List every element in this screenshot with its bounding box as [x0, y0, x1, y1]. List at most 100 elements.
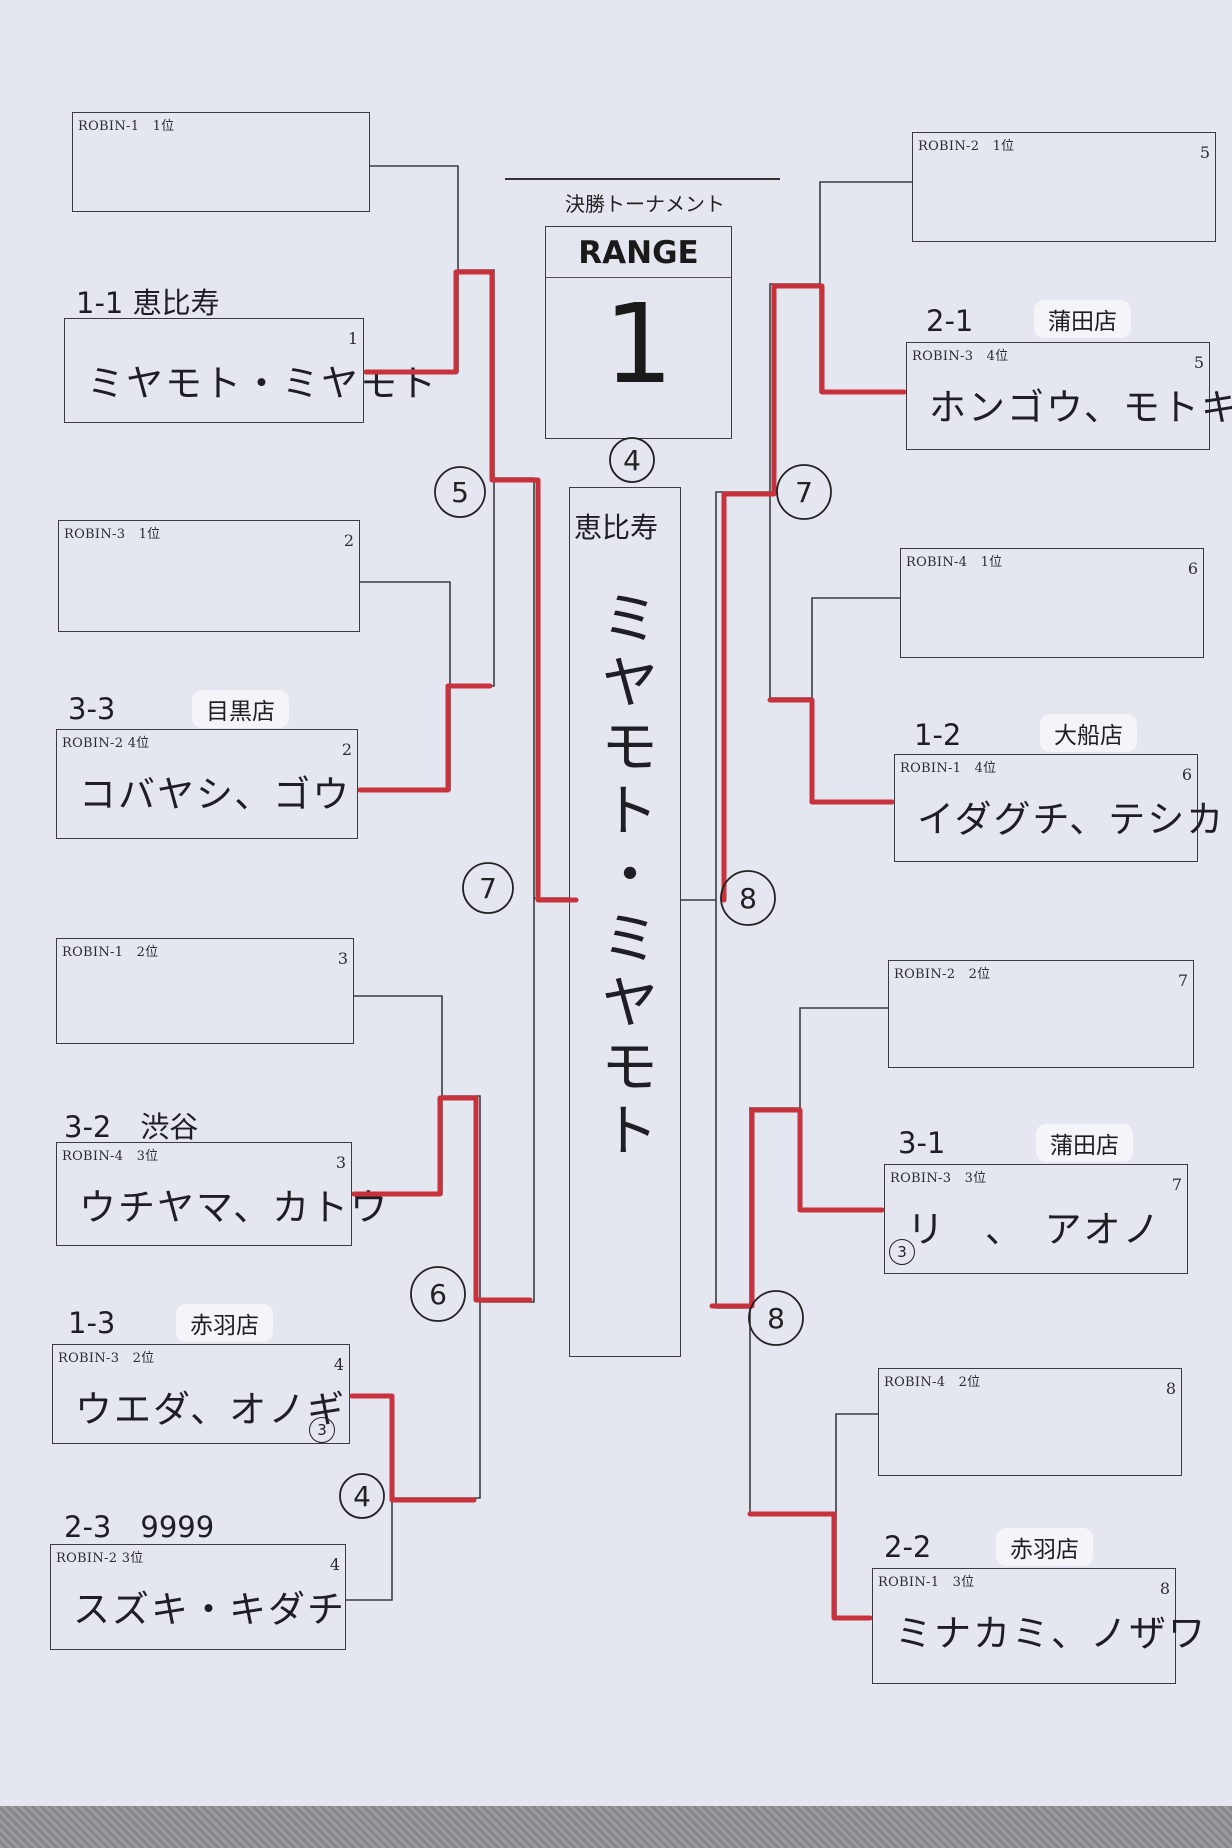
slot-note: 2-1	[926, 304, 974, 338]
title-rule	[505, 178, 780, 180]
bracket-slot-left-6: ROBIN-4 3位 3 ウチヤマ、カトウ	[56, 1142, 387, 1246]
match-mark: 4	[623, 444, 641, 477]
winner-line	[747, 1511, 873, 1621]
bracket-lines: 5 7 6 4 4 7 8 8	[339, 165, 912, 1621]
slot-note: 1-3	[68, 1306, 116, 1340]
winner-line	[349, 1393, 477, 1503]
slot-seed: 2	[343, 531, 354, 550]
slot-store: 赤羽店	[996, 1528, 1093, 1566]
bracket-line	[358, 581, 451, 791]
match-mark: 6	[429, 1278, 447, 1311]
match-mark-circle	[776, 464, 832, 520]
match-mark-circle	[339, 1473, 385, 1519]
bracket-line	[364, 165, 459, 373]
slot-store: 大船店	[1040, 714, 1137, 752]
slot-tag: ROBIN-2 4位	[62, 736, 150, 751]
slot-tag: ROBIN-1 1位	[78, 119, 175, 134]
bracket-slot-right-4: ROBIN-1 4位 6 イダグチ、テシカ	[894, 754, 1223, 862]
bracket-slot-left-5: ROBIN-1 2位 3	[56, 938, 354, 1044]
bracket-line	[799, 1007, 888, 1211]
slot-note: 3-1	[898, 1126, 946, 1160]
bracket-slot-right-6: ROBIN-3 3位 7 リ 、 アオノ 3	[884, 1164, 1188, 1274]
slot-seed: 8	[1165, 1379, 1176, 1398]
match-mark-circle	[434, 466, 486, 518]
slot-note: 2-3 9999	[64, 1510, 215, 1544]
bracket-slot-left-7: ROBIN-3 2位 4 ウエダ、オノギ 3	[52, 1344, 350, 1444]
slot-store: 蒲田店	[1034, 300, 1131, 338]
champion-name: ミヤモト・ミヤモト	[591, 588, 659, 1164]
bracket-slot-left-8: ROBIN-2 3位 4 スズキ・キダチ	[50, 1544, 346, 1650]
slot-note: 3-2 渋谷	[64, 1110, 199, 1144]
bracket-slot-right-8: ROBIN-1 3位 8 ミナカミ、ノザワ	[872, 1568, 1205, 1684]
winner-line	[767, 697, 895, 805]
winner-line	[709, 1107, 885, 1309]
slot-note: 2-2	[884, 1530, 932, 1564]
bracket-slot-right-7: ROBIN-4 2位 8	[878, 1368, 1182, 1476]
bracket-slot-left-1: ROBIN-1 1位	[72, 112, 370, 212]
bracket-sheet: 決勝トーナメント RANGE 1 恵比寿 ミヤモト・ミヤモト ROBIN-1 1…	[0, 0, 1232, 1806]
winner-line	[357, 683, 493, 793]
slot-seed: 7	[1171, 1175, 1182, 1194]
range-value: 1	[603, 280, 674, 408]
bracket-slot-left-2: 1 ミヤモト・ミヤモト	[64, 318, 436, 423]
slot-seed: 2	[341, 740, 352, 759]
range-box: RANGE 1	[545, 226, 732, 439]
match-mark-circle	[748, 1290, 804, 1346]
range-label: RANGE	[578, 235, 699, 271]
slot-player-name: ウエダ、オノギ	[75, 1388, 347, 1431]
slot-note: 1-2	[914, 718, 962, 752]
bracket-slot-left-4: ROBIN-2 4位 2 コバヤシ、ゴウ	[56, 729, 358, 839]
slot-tag: ROBIN-1 3位	[878, 1575, 975, 1590]
slot-tag: ROBIN-3 2位	[58, 1351, 155, 1366]
slot-player-name: ミナカミ、ノザワ	[895, 1612, 1207, 1655]
slot-store: 目黒店	[192, 690, 289, 728]
slot-seed: 6	[1181, 765, 1192, 784]
slot-tag: ROBIN-2 1位	[918, 139, 1015, 154]
match-mark-circle	[720, 870, 776, 926]
match-mark: 8	[739, 882, 757, 915]
slot-seed: 3	[337, 949, 348, 968]
match-mark: 7	[479, 872, 497, 905]
match-mark: 5	[451, 476, 469, 509]
slot-note: 1-1 恵比寿	[76, 286, 220, 320]
slot-tag: ROBIN-2 3位	[56, 1551, 144, 1566]
slot-player-name: スズキ・キダチ	[73, 1588, 346, 1631]
bracket-line	[819, 181, 912, 393]
slot-player-name: リ 、 アオノ	[907, 1208, 1162, 1251]
slot-tag: ROBIN-4 2位	[884, 1375, 981, 1390]
bracket-line	[749, 1107, 836, 1515]
slot-note: 3-3	[68, 692, 116, 726]
slot-seed: 4	[333, 1355, 344, 1374]
slot-seed: 7	[1177, 971, 1188, 990]
slot-seed: 3	[335, 1153, 346, 1172]
bracket-slot-right-2: ROBIN-3 4位 5 ホンゴウ、モトキ	[906, 342, 1232, 450]
bracket-slot-left-3: ROBIN-3 1位 2	[58, 520, 360, 632]
range-divider	[546, 277, 731, 278]
champion-store-note: 恵比寿	[574, 511, 659, 544]
slot-tag: ROBIN-3 3位	[890, 1171, 987, 1186]
slot-seed: 6	[1187, 559, 1198, 578]
slot-tag: ROBIN-4 1位	[906, 555, 1003, 570]
bracket-line	[835, 1413, 878, 1619]
winner-line	[351, 1095, 533, 1303]
slot-store: 赤羽店	[176, 1304, 273, 1342]
match-mark-circle	[410, 1266, 466, 1322]
bracket-slot-right-5: ROBIN-2 2位 7	[888, 960, 1194, 1068]
winner-line	[363, 269, 579, 903]
slot-player-name: ホンゴウ、モトキ	[929, 386, 1232, 429]
match-mark: 4	[353, 1480, 371, 1513]
slot-player-name: コバヤシ、ゴウ	[79, 773, 352, 816]
slot-tag: ROBIN-1 4位	[900, 761, 997, 776]
bracket-slot-right-1: ROBIN-2 1位 5	[912, 132, 1216, 242]
slot-seed: 4	[329, 1555, 340, 1574]
bracket-slot-right-3: ROBIN-4 1位 6	[900, 548, 1204, 658]
slot-seed: 8	[1159, 1579, 1170, 1598]
match-mark: 7	[795, 476, 813, 509]
slot-tag: ROBIN-3 1位	[64, 527, 161, 542]
slot-seed: 5	[1199, 143, 1210, 162]
match-mark-circle	[609, 437, 655, 483]
slot-tag: ROBIN-2 2位	[894, 967, 991, 982]
circled-mark: 3	[889, 1239, 915, 1265]
slot-seed: 1	[347, 329, 358, 348]
slot-player-name: ウチヤマ、カトウ	[79, 1186, 390, 1229]
